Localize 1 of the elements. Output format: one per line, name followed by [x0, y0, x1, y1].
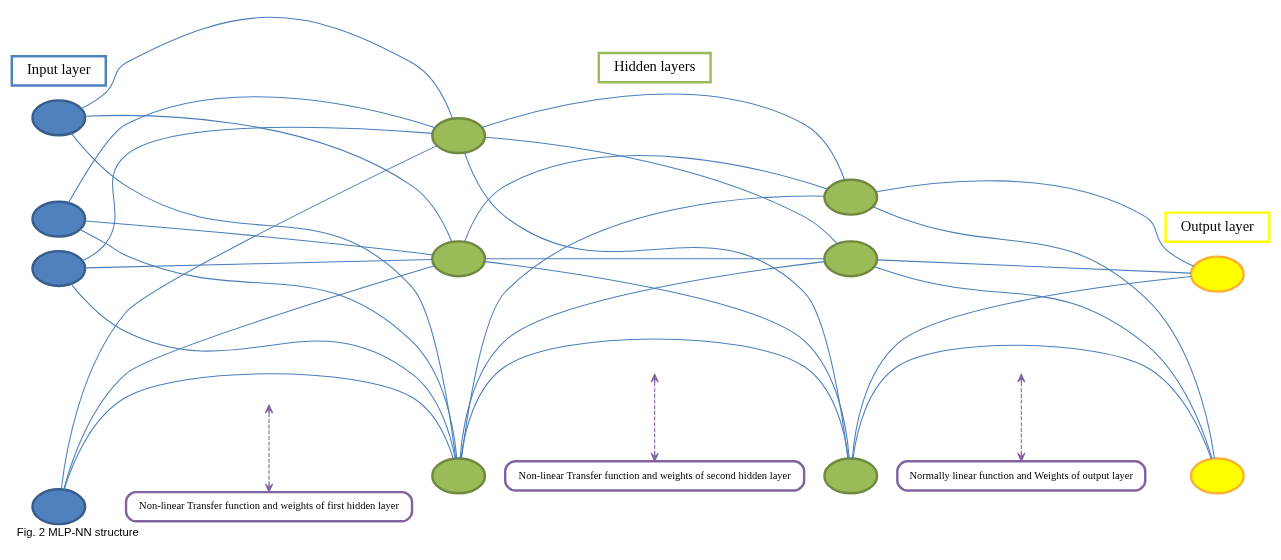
caption: Fig. 2 MLP-NN structure [16, 526, 139, 539]
